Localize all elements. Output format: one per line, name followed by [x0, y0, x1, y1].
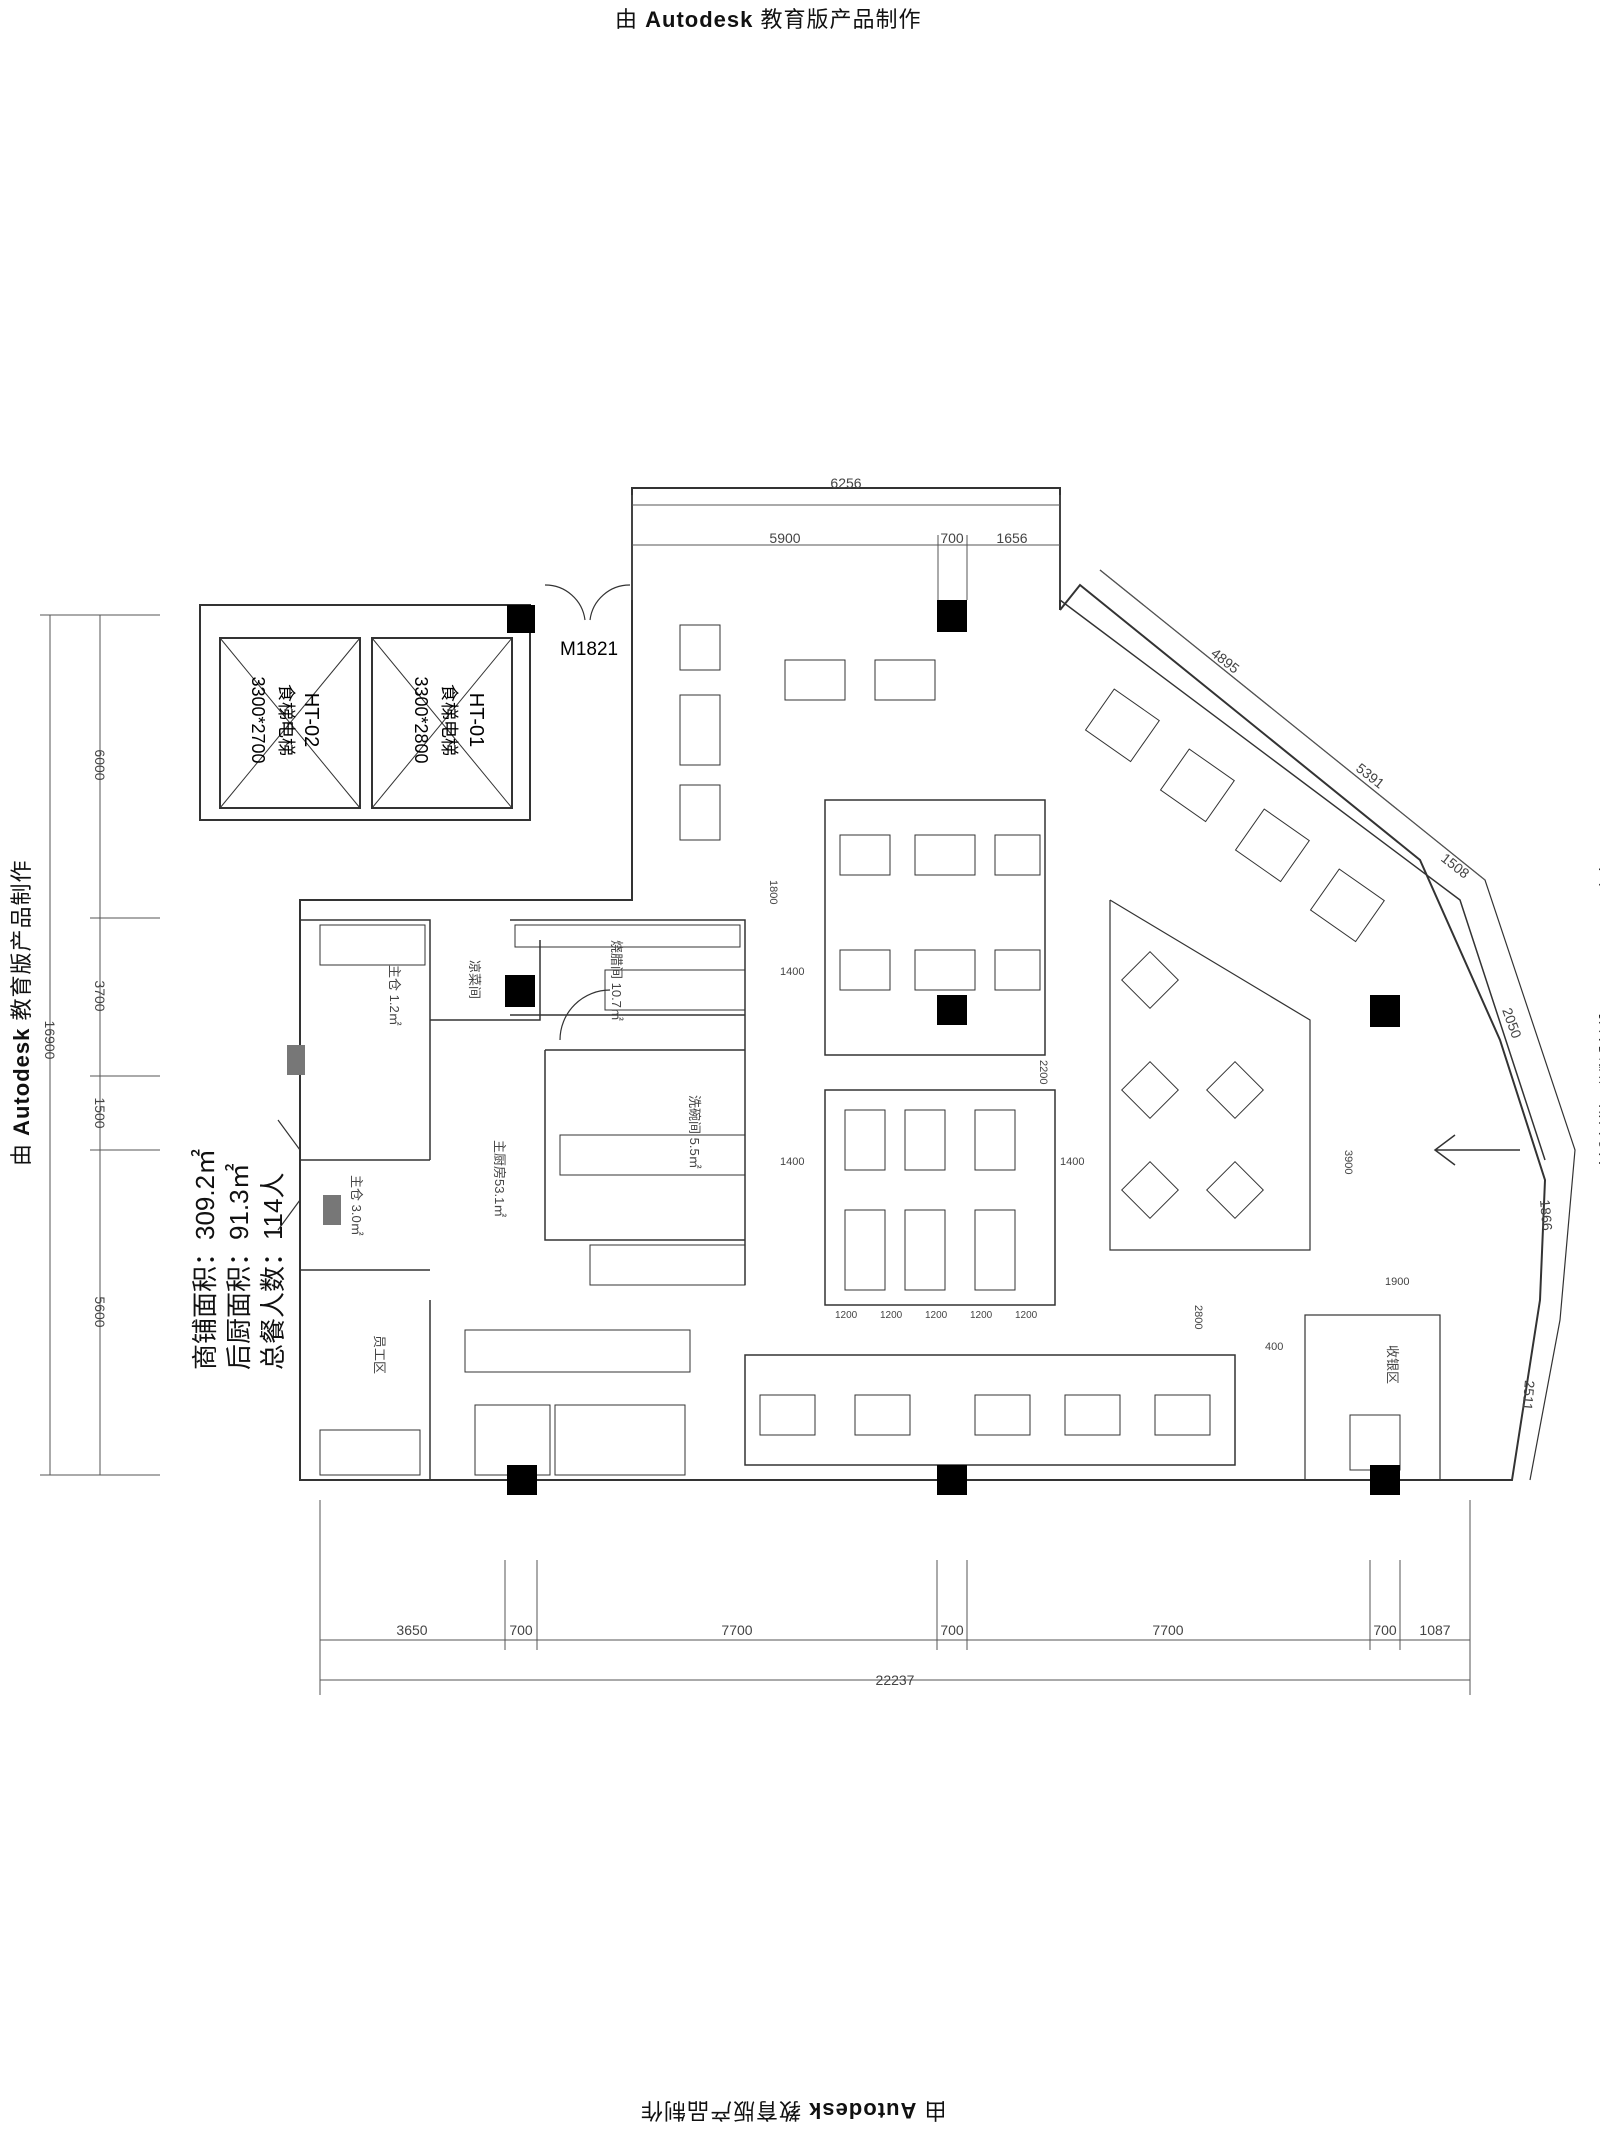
area-summary: 商铺面积：309.2㎡ 后厨面积：91.3㎡ 总餐人数：114人 — [188, 1149, 290, 1370]
elevator-ht01-box — [371, 637, 513, 809]
interior-dim: 1400 — [780, 1156, 804, 1168]
interior-dim: 2200 — [1037, 1060, 1049, 1084]
left-dim-segment: 3700 — [92, 980, 108, 1011]
interior-dim: 400 — [1265, 1341, 1283, 1353]
room-label-bbq: 烧腊间 10.7㎡ — [609, 940, 624, 1021]
diagonal-dim: 2511 — [1519, 1380, 1538, 1412]
left-dim-segment: 6000 — [92, 749, 108, 780]
room-label-cashier: 收银区 — [1385, 1345, 1400, 1384]
room-label-staff: 员工区 — [372, 1335, 387, 1374]
diner-count: 总餐人数：114人 — [258, 1172, 288, 1370]
entrance-arrow — [1433, 1134, 1520, 1166]
interior-dim: 1400 — [780, 966, 804, 978]
top-dim-segment: 1656 — [996, 530, 1027, 546]
door-left-entrance — [277, 1119, 301, 1231]
column — [1370, 1465, 1400, 1495]
column — [507, 1465, 537, 1495]
interior-dim: 1800 — [767, 880, 779, 904]
elevator-ht02-box — [219, 637, 361, 809]
room-label-cold: 凉菜间 — [467, 960, 482, 999]
interior-dim: 1200 — [1015, 1310, 1038, 1321]
diagonal-dim: 1508 — [1438, 850, 1473, 882]
diagonal-facade — [1059, 599, 1546, 1161]
left-dim-total: 16900 — [42, 1021, 58, 1060]
room-label-dishwash: 洗碗间 5.5㎡ — [687, 1095, 702, 1169]
column — [507, 605, 535, 633]
interior-dim: 1400 — [1060, 1156, 1084, 1168]
bottom-dim-segment: 1087 — [1419, 1622, 1450, 1638]
column — [937, 1465, 967, 1495]
interior-dim: 2800 — [1192, 1305, 1204, 1329]
room-label-store1: 主仓 1.2㎡ — [387, 965, 402, 1026]
elevator-name: 食梯电梯 — [439, 684, 459, 756]
interior-dim: 3900 — [1342, 1150, 1354, 1174]
room-label-main-kitchen: 主厨房53.1㎡ — [492, 1140, 507, 1217]
kitchen-partitions — [300, 919, 746, 1480]
bottom-dim-segment: 700 — [940, 1622, 964, 1638]
interior-dim: 1200 — [970, 1310, 993, 1321]
bottom-dim-segment: 700 — [1373, 1622, 1397, 1638]
door-kitchen-arc — [559, 989, 611, 1041]
elevator-shaft-outline — [199, 604, 531, 821]
bottom-dim-segment: 700 — [509, 1622, 533, 1638]
column — [937, 995, 967, 1025]
column — [1370, 995, 1400, 1027]
kitchen-area: 后厨面积：91.3㎡ — [224, 1163, 254, 1370]
top-dim-total: 6256 — [830, 475, 861, 491]
square-table-zone — [1109, 899, 1311, 1251]
top-dim-segment: 700 — [940, 530, 964, 546]
bottom-dim-segment: 7700 — [721, 1622, 752, 1638]
door-tag: M1821 — [560, 639, 618, 660]
bottom-dim-total: 22237 — [876, 1672, 915, 1688]
bottom-dim-segment: 7700 — [1152, 1622, 1183, 1638]
shop-area: 商铺面积：309.2㎡ — [190, 1148, 220, 1370]
columns — [287, 600, 1400, 1495]
outer-wall-main — [299, 583, 1547, 1481]
booth-block-upper — [824, 799, 1046, 1056]
left-dim-segment: 1500 — [92, 1097, 108, 1128]
room-label-store2: 主仓 3.0㎡ — [349, 1175, 364, 1236]
column — [505, 975, 535, 1007]
door-m1821-arc — [544, 584, 631, 621]
top-dim-segment: 5900 — [769, 530, 800, 546]
left-dim-segment: 5600 — [92, 1296, 108, 1327]
elevator-code: HT-01 — [465, 693, 487, 747]
interior-dim: 1200 — [835, 1310, 858, 1321]
booth-block-lower — [824, 1089, 1056, 1306]
elevator-name: 食梯电梯 — [276, 684, 296, 756]
diagonal-facade-outer — [1099, 569, 1576, 1481]
elevator-code: HT-02 — [300, 693, 322, 747]
diagonal-dim: 5391 — [1353, 760, 1388, 792]
elevator-size: 3300*2800 — [411, 676, 431, 763]
elevator-size: 3300*2700 — [248, 676, 268, 763]
column — [287, 1045, 305, 1075]
column — [323, 1195, 341, 1225]
cashier-area — [1304, 1314, 1441, 1481]
elevator-ht01: HT-01 食梯电梯 3300*2800 — [411, 676, 487, 763]
interior-dim: 1200 — [880, 1310, 903, 1321]
booth-row-bottom — [744, 1354, 1236, 1466]
watermark-top: 由 Autodesk 教育版产品制作 — [615, 7, 922, 32]
elevator-ht02: HT-02 食梯电梯 3300*2700 — [248, 676, 322, 763]
diagonal-dim: 2050 — [1499, 1006, 1525, 1041]
column — [937, 600, 967, 632]
outer-wall — [631, 487, 1061, 610]
bottom-dim-segment: 3650 — [396, 1622, 427, 1638]
diagonal-dim: 4895 — [1208, 645, 1243, 677]
interior-dim: 1900 — [1385, 1276, 1409, 1288]
interior-dim: 1200 — [925, 1310, 948, 1321]
diagonal-dim: 1866 — [1537, 1199, 1556, 1232]
